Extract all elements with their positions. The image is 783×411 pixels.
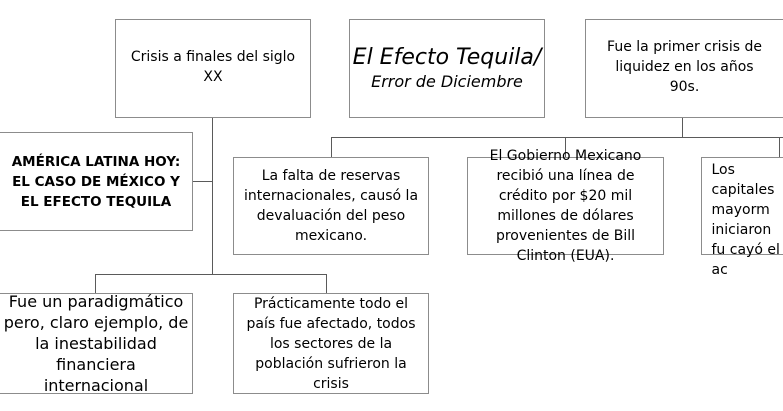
- node-affected-text: Prácticamente todo el país fue afectado,…: [246, 295, 416, 392]
- connector-main-topic: [192, 181, 213, 182]
- node-crisis-text: Crisis a finales del siglo XX: [130, 48, 296, 85]
- node-main-topic-text: AMÉRICA LATINA HOY: EL CASO DE MÉXICO Y …: [11, 153, 181, 210]
- connector-bottom-horizontal: [95, 274, 327, 275]
- node-first-crisis: Fue la primer crisis de liquidez en los …: [585, 19, 783, 118]
- node-paradigm: Fue un paradigmático pero, claro ejemplo…: [0, 292, 193, 395]
- connector-paradigm: [95, 274, 96, 293]
- node-capital: Los capitales mayorm iniciaron fu cayó e…: [701, 157, 783, 278]
- connector-first-crisis-vertical: [682, 118, 683, 138]
- node-reserves: La falta de reservas internacionales, ca…: [233, 157, 429, 255]
- node-credit: El Gobierno Mexicano recibió una línea d…: [467, 148, 664, 264]
- connector-affected: [326, 274, 327, 293]
- node-affected: Prácticamente todo el país fue afectado,…: [233, 293, 429, 394]
- connector-top-horizontal: [331, 137, 783, 138]
- node-capital-text: Los capitales mayorm iniciaron fu cayó e…: [711, 162, 780, 278]
- node-crisis: Crisis a finales del siglo XX: [115, 19, 311, 118]
- connector-credit: [565, 137, 566, 158]
- connector-crisis-vertical: [212, 118, 213, 275]
- node-main-topic: AMÉRICA LATINA HOY: EL CASO DE MÉXICO Y …: [0, 132, 193, 231]
- node-first-crisis-text: Fue la primer crisis de liquidez en los …: [607, 38, 762, 95]
- node-reserves-text: La falta de reservas internacionales, ca…: [243, 168, 419, 244]
- node-title-line2: Error de Diciembre: [371, 72, 523, 91]
- node-credit-text: El Gobierno Mexicano recibió una línea d…: [489, 148, 642, 264]
- node-title: El Efecto Tequila/ Error de Diciembre: [349, 19, 545, 118]
- node-paradigm-text: Fue un paradigmático pero, claro ejemplo…: [3, 292, 189, 395]
- node-title-line1: El Efecto Tequila/: [352, 45, 542, 70]
- connector-reserves: [331, 137, 332, 158]
- connector-capital: [779, 137, 780, 158]
